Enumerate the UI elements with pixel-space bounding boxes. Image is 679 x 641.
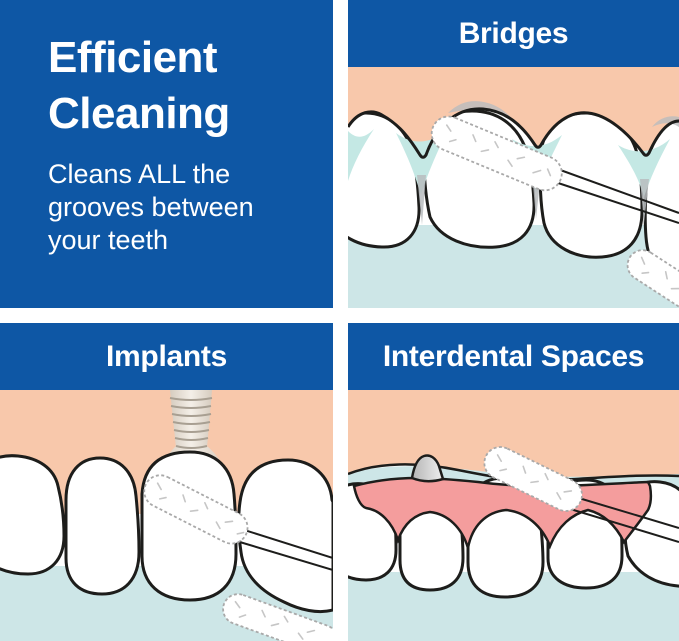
bridges-title: Bridges	[458, 16, 569, 50]
interdental-brush-tip	[222, 593, 333, 641]
implants-quadrant: Implants	[0, 323, 333, 641]
headline-panel: Efficient Cleaning Cleans ALL the groove…	[0, 0, 333, 308]
panel-subtitle-line1: Cleans ALL the	[48, 159, 231, 189]
interdental-title-bar: Interdental Spaces	[348, 323, 679, 390]
panel-subtitle: Cleans ALL the grooves between your teet…	[48, 158, 317, 257]
implants-illustration	[0, 390, 333, 641]
bridges-illustration	[348, 67, 679, 308]
panel-title-line1: Efficient	[48, 33, 218, 82]
headline-panel-content: Efficient Cleaning Cleans ALL the groove…	[0, 0, 333, 257]
interdental-brush	[430, 115, 563, 192]
interdental-brush	[143, 474, 249, 545]
interdental-spaces-quadrant: Interdental Spaces	[348, 323, 679, 641]
panel-title: Efficient Cleaning	[48, 30, 317, 142]
interdental-spaces-illustration	[348, 390, 679, 641]
bridges-quadrant: Bridges	[348, 0, 679, 308]
implants-title: Implants	[106, 339, 227, 373]
panel-subtitle-line3: your teeth	[48, 225, 169, 255]
interdental-brush-tip	[626, 249, 679, 308]
panel-title-line2: Cleaning	[48, 89, 230, 138]
panel-subtitle-line2: grooves between	[48, 192, 254, 222]
interdental-brush	[483, 446, 583, 512]
implants-title-bar: Implants	[0, 323, 333, 390]
bridges-title-bar: Bridges	[348, 0, 679, 67]
interdental-title: Interdental Spaces	[382, 339, 645, 373]
implant-cover-dome	[410, 454, 445, 483]
